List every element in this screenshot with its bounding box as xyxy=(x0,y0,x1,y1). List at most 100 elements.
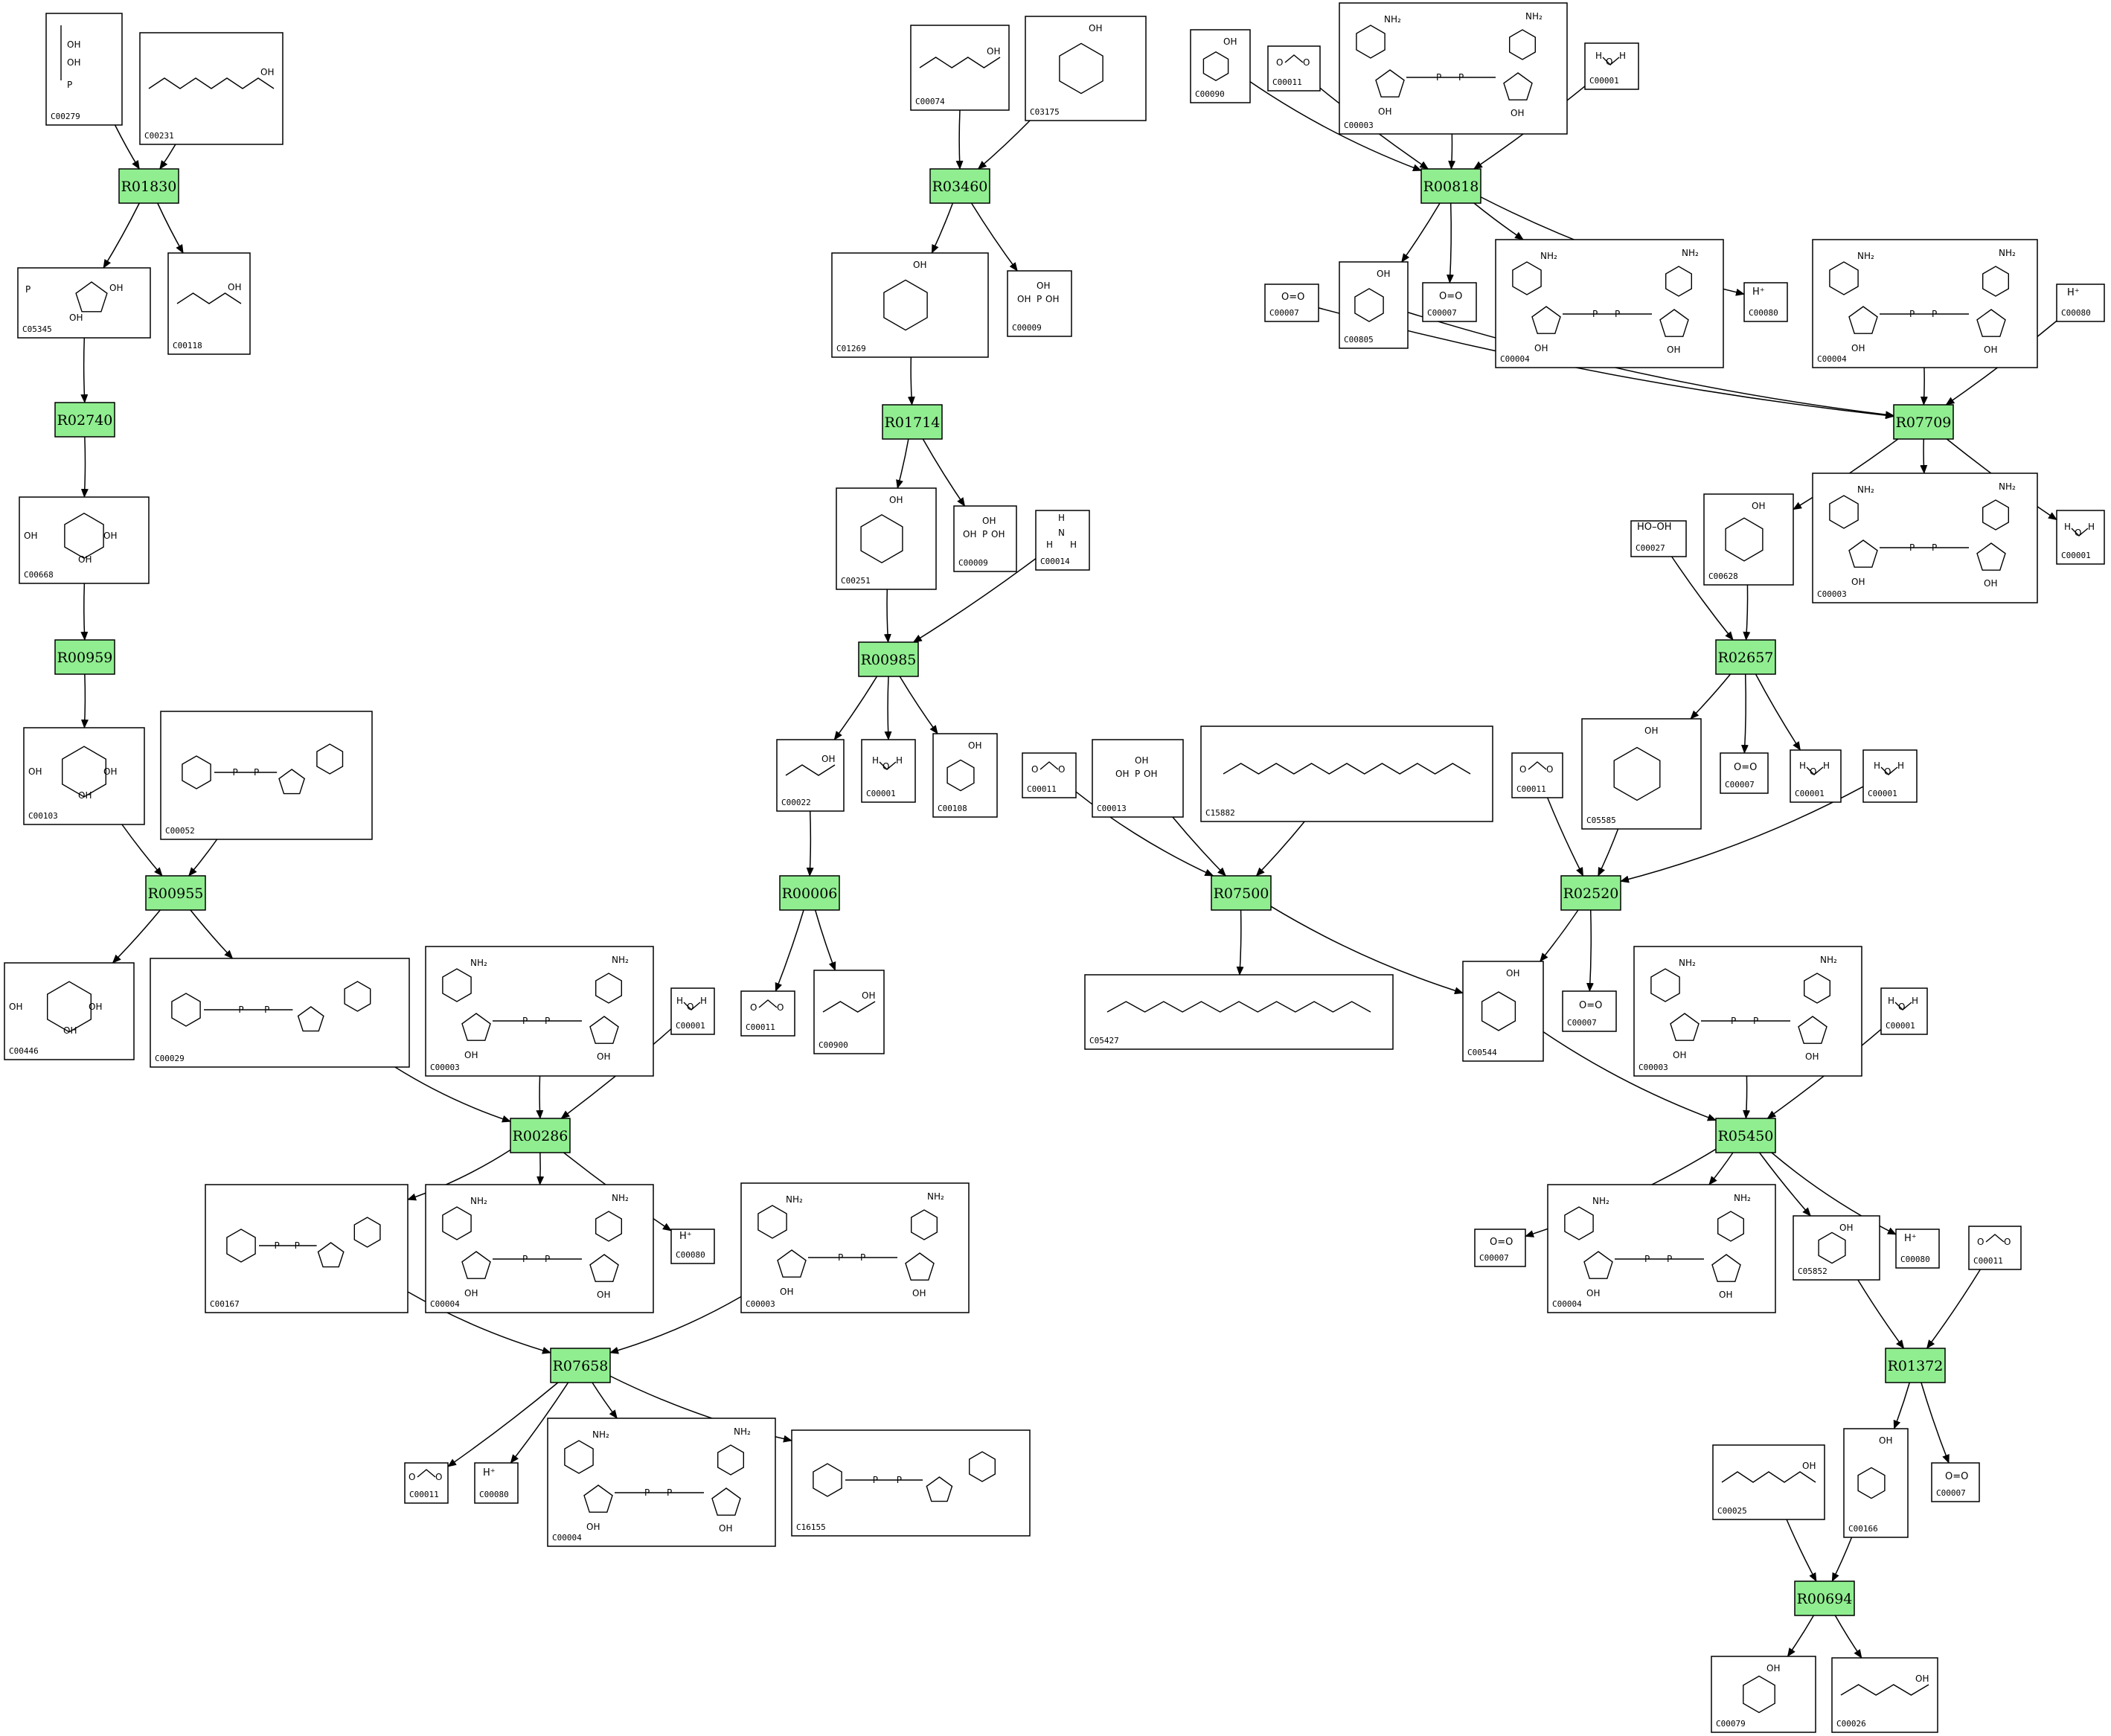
reaction-r02520[interactable]: R02520 xyxy=(1560,875,1621,911)
phosphorus-atom: P xyxy=(295,1240,300,1251)
ribose-ring xyxy=(777,1249,807,1278)
reaction-r03460[interactable]: R03460 xyxy=(929,168,990,204)
reaction-r02657[interactable]: R02657 xyxy=(1715,639,1776,675)
edge-c00167-to-r07658 xyxy=(407,1291,551,1354)
compound-c00080[interactable]: H⁺C00080 xyxy=(670,1229,715,1264)
compound-box xyxy=(1712,1444,1825,1520)
compound-c00080[interactable]: H⁺C00080 xyxy=(1895,1229,1940,1269)
reaction-box xyxy=(1794,1580,1855,1616)
reaction-r01830[interactable]: R01830 xyxy=(118,168,179,204)
reaction-r00286[interactable]: R00286 xyxy=(510,1118,571,1153)
reaction-r07658[interactable]: R07658 xyxy=(550,1348,611,1383)
reaction-r07500[interactable]: R07500 xyxy=(1211,875,1272,911)
compound-c00080[interactable]: H⁺C00080 xyxy=(474,1462,519,1504)
reaction-r00006[interactable]: R00006 xyxy=(779,875,840,911)
reaction-r00959[interactable]: R00959 xyxy=(54,639,115,675)
edge-c03175-to-r03460 xyxy=(977,120,1031,170)
pyridine-ring xyxy=(1512,261,1542,295)
oxygen-atom: O xyxy=(1303,57,1310,68)
reaction-r00985[interactable]: R00985 xyxy=(858,641,919,677)
reaction-r00694[interactable]: R00694 xyxy=(1794,1580,1855,1616)
compound-id: C00001 xyxy=(1868,789,1897,798)
compound-c00080[interactable]: H⁺C00080 xyxy=(1743,282,1788,322)
reaction-r00955[interactable]: R00955 xyxy=(145,875,206,911)
proton: H⁺ xyxy=(1904,1233,1917,1244)
reaction-r00818[interactable]: R00818 xyxy=(1420,168,1481,204)
oxygen-atom: O xyxy=(687,1002,693,1012)
reaction-r01714[interactable]: R01714 xyxy=(882,404,943,440)
compound-c00080[interactable]: H⁺C00080 xyxy=(2056,284,2105,322)
reaction-r01372[interactable]: R01372 xyxy=(1885,1348,1946,1383)
reaction-r05450[interactable]: R05450 xyxy=(1715,1118,1776,1153)
pyridine-ring xyxy=(1829,495,1859,529)
reaction-r02740[interactable]: R02740 xyxy=(54,402,115,438)
compound-c05427[interactable]: C05427 xyxy=(1084,974,1394,1050)
reaction-r07709[interactable]: R07709 xyxy=(1893,404,1954,440)
compound-c15882[interactable]: C15882 xyxy=(1200,726,1493,822)
amide-group: NH₂ xyxy=(1857,251,1874,261)
